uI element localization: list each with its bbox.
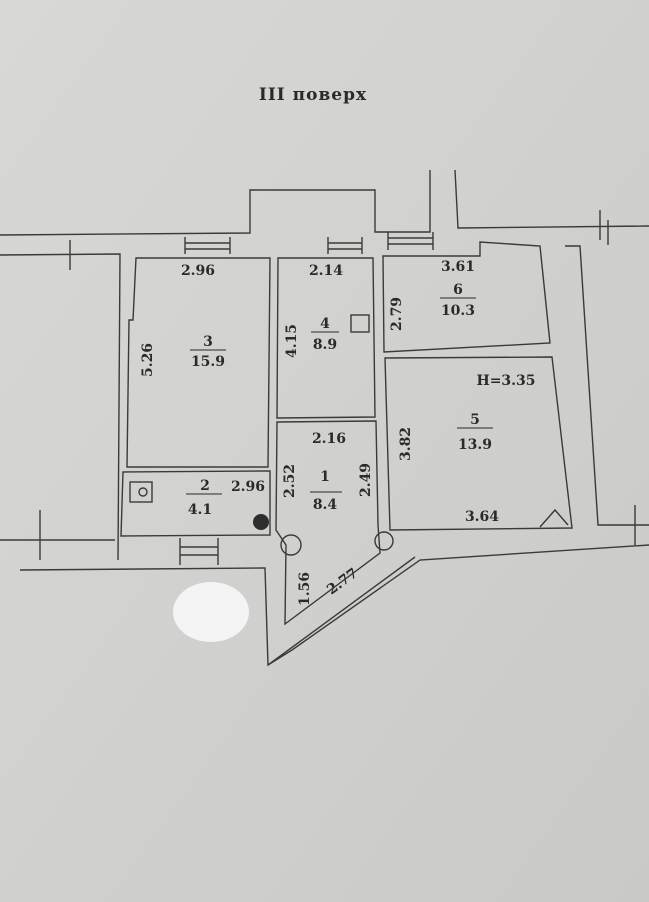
room-4-area: 8.9: [313, 337, 337, 353]
room-3-length: 5.26: [140, 343, 156, 377]
floor-title: III поверх: [259, 85, 367, 105]
room-3-number: 3: [203, 334, 213, 350]
room-5-area: 13.9: [458, 437, 492, 453]
building-walls: [0, 169, 649, 667]
room-6-number: 6: [453, 282, 463, 298]
room-1-left-length: 2.52: [282, 464, 298, 498]
room-3-width: 2.96: [181, 263, 215, 279]
room-5-width: 3.64: [465, 509, 499, 525]
room-1-right-length: 2.49: [358, 463, 374, 497]
room-2-width: 2.96: [231, 479, 265, 495]
room-6-width: 3.61: [441, 259, 475, 275]
room-1-width: 2.16: [312, 431, 346, 447]
room-5-length: 3.82: [398, 427, 414, 461]
room-1-number: 1: [320, 469, 330, 485]
ceiling-height: H=3.35: [476, 373, 535, 389]
room-4-length: 4.15: [284, 324, 300, 358]
redaction-mark: [173, 582, 249, 642]
room-6-area: 10.3: [441, 303, 475, 319]
room-4-width: 2.14: [309, 263, 343, 279]
corridor-length: 1.56: [297, 572, 313, 606]
room-5-number: 5: [470, 412, 480, 428]
room-2-area: 4.1: [188, 502, 212, 518]
room-2-number: 2: [200, 478, 210, 494]
room-4-number: 4: [320, 316, 330, 332]
room-6-length: 2.79: [389, 297, 405, 331]
room-1-area: 8.4: [313, 497, 338, 513]
room-3-area: 15.9: [191, 354, 225, 370]
